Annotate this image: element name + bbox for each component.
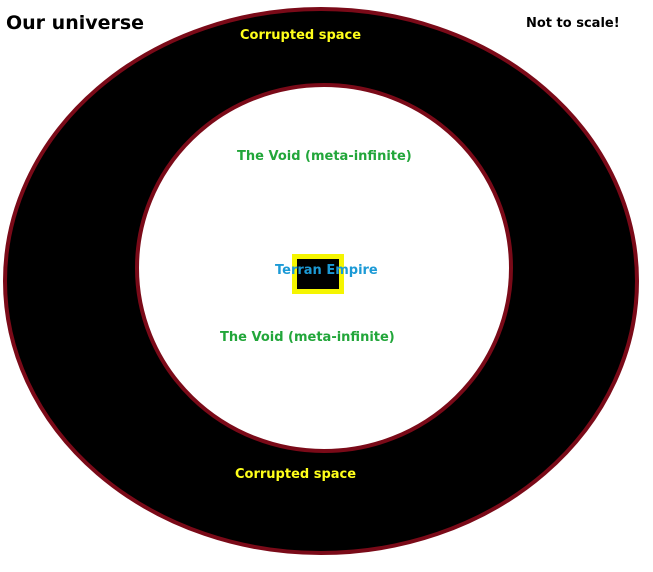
terran-empire-label: Terran Empire: [275, 263, 378, 278]
terran-empire-box: [292, 254, 344, 294]
corrupted-space-label-bottom: Corrupted space: [235, 467, 356, 482]
void-label-top: The Void (meta-infinite): [237, 149, 412, 164]
not-to-scale-note: Not to scale!: [526, 16, 620, 31]
diagram-title: Our universe: [6, 12, 144, 34]
void-label-bottom: The Void (meta-infinite): [220, 330, 395, 345]
corrupted-space-label-top: Corrupted space: [240, 28, 361, 43]
